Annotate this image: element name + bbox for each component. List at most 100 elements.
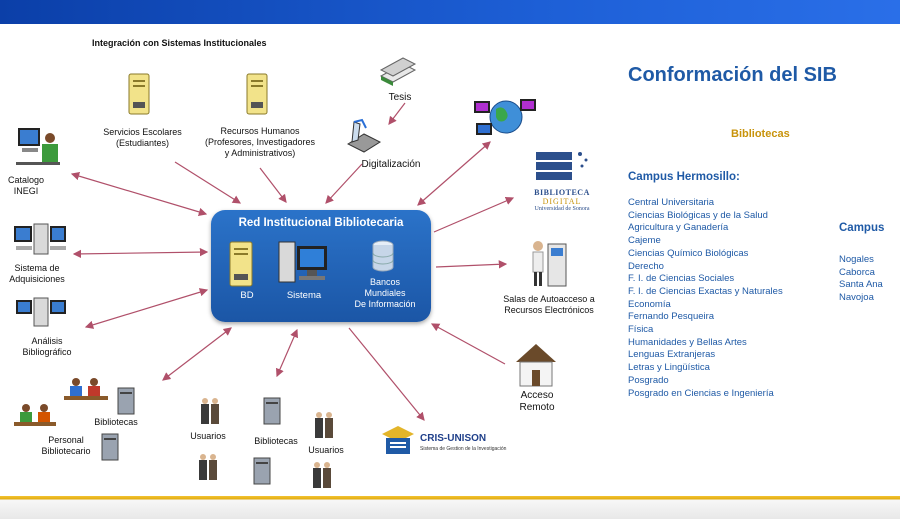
red-institucional-node: Red Institucional Bibliotecaria BD Siste… [211,210,431,322]
usuarios-label-2: Usuarios [308,445,344,455]
kiosk-user-icon [532,241,567,287]
campus-heading: Campus [839,222,885,234]
label-line: Sistema de [14,263,60,273]
staff-desk-icon [64,378,108,400]
label-line: Servicios Escolares [103,127,182,137]
arrow-adquisiciones [72,247,209,259]
bottom-banner [0,496,900,519]
label-line: Universidad de Sonora [534,206,590,212]
biblioteca-digital-icon [536,152,588,180]
analisis-label: Análisis Bibliográfico [16,336,78,358]
arrow-cris [348,327,425,421]
digitalizacion-label: Digitalización [361,159,421,170]
arrow-digitalizacion [325,163,363,204]
server-tower-icon [253,457,271,485]
computer-user-icon [16,128,60,165]
sistema-label: Sistema [286,290,322,301]
list-item: Derecho [628,260,664,272]
tesis-label: Tesis [388,92,412,103]
acceso-remoto-label: Acceso Remoto [508,390,566,414]
world-network-icon [474,99,536,135]
books-icon [379,57,417,86]
usuarios-label: Usuarios [190,431,226,441]
label-line: (Estudiantes) [115,138,170,148]
server-tower-icon [117,387,135,415]
bibliotecas-heading: Bibliotecas [731,128,790,140]
bd-label: BD [240,290,254,301]
label-line: Salas de Autoacceso a [503,294,595,304]
workstations-icon [14,223,66,255]
label-line: INEGI [13,186,39,196]
arrow-servicios [174,161,242,204]
label-line: Personal [48,435,84,445]
list-item: Posgrado en Ciencias e Ingeniería [628,387,774,399]
list-item: Caborca [839,266,875,278]
list-item: Fernando Pesqueira [628,311,715,323]
recursos-humanos-label: Recursos Humanos (Profesores, Investigad… [200,126,320,159]
list-item: Santa Ana [839,279,883,291]
scanner-icon [346,118,382,153]
label-line: (Profesores, Investigadores [204,137,316,147]
label-line: DIGITAL [542,197,582,206]
list-item: F. I. de Ciencias Sociales [628,273,735,285]
label-line: Bibliotecario [41,446,91,456]
header-text: Integración con Sistemas Institucionales [92,38,267,48]
campus-hermosillo-heading: Campus Hermosillo: [628,171,740,183]
cris-logo-icon [382,426,414,454]
list-item: Humanidades y Bellas Artes [628,336,747,348]
label-line: Acceso [520,390,554,401]
list-item: Nogales [839,254,874,265]
list-item: Letras y Lingüística [628,362,710,374]
server-icon [246,73,268,115]
catalogo-inegi-label: Catalogo INEGI [6,175,46,197]
arrow-salas [435,260,508,269]
list-item: Navojoa [839,292,874,304]
users-icon [313,462,331,488]
workstations-icon [16,297,66,327]
adquisiciones-label: Sistema de Adquisiciones [6,263,68,285]
center-title: Red Institucional Bibliotecaria [238,217,404,229]
salas-label: Salas de Autoacceso a Recursos Electróni… [494,294,604,316]
arrow-biblioteca-digital [433,196,515,233]
list-item: Posgrado [628,374,669,386]
bibliotecas-mid-label: Bibliotecas [254,436,298,446]
label-line: Adquisiciones [9,274,65,284]
label-line: Remoto [519,402,555,413]
arrow-analisis [84,288,209,329]
label-line: y Administrativos) [224,148,296,158]
arrow-acceso [430,323,506,365]
label-line: Recursos Electrónicos [504,305,594,315]
biblioteca-digital-label: BIBLIOTECA DIGITAL Universidad de Sonora [526,188,598,212]
top-banner [0,0,900,24]
personal-bibliotecario-label: Personal Bibliotecario [30,435,102,457]
list-item: Física [628,324,654,336]
list-item: Ciencias Biológicas y de la Salud [628,209,768,221]
servicios-escolares-label: Servicios Escolares (Estudiantes) [100,127,185,149]
list-item: Ciencias Químico Biológicas [628,247,749,259]
label-line: Bibliográfico [22,347,72,357]
server-tower-icon [101,433,119,461]
users-icon [201,398,219,424]
server-tower-icon [263,397,281,425]
bancos-label: Bancos Mundiales De Información [345,277,425,310]
list-item: Central Universitaria [628,197,715,208]
page-title: Conformación del SIB [628,64,837,86]
label-line: Mundiales [364,288,406,298]
database-server-icon [229,241,253,287]
database-icon [372,240,394,272]
list-item: F. I. de Ciencias Exactas y Naturales [628,285,783,297]
arrow-tesis [388,102,406,125]
house-icon [516,344,556,387]
server-icon [128,73,150,115]
label-line: De Información [354,299,416,309]
arrow-recursos [259,167,287,203]
list-item: Economía [628,298,671,310]
staff-desk-icon [14,404,56,426]
arrow-catalogo [70,172,208,216]
label-line: Bancos [369,277,401,287]
label-line: Catalogo [7,175,45,185]
list-item: Cajeme [628,235,661,247]
bibliotecas-left-label: Bibliotecas [94,417,138,427]
